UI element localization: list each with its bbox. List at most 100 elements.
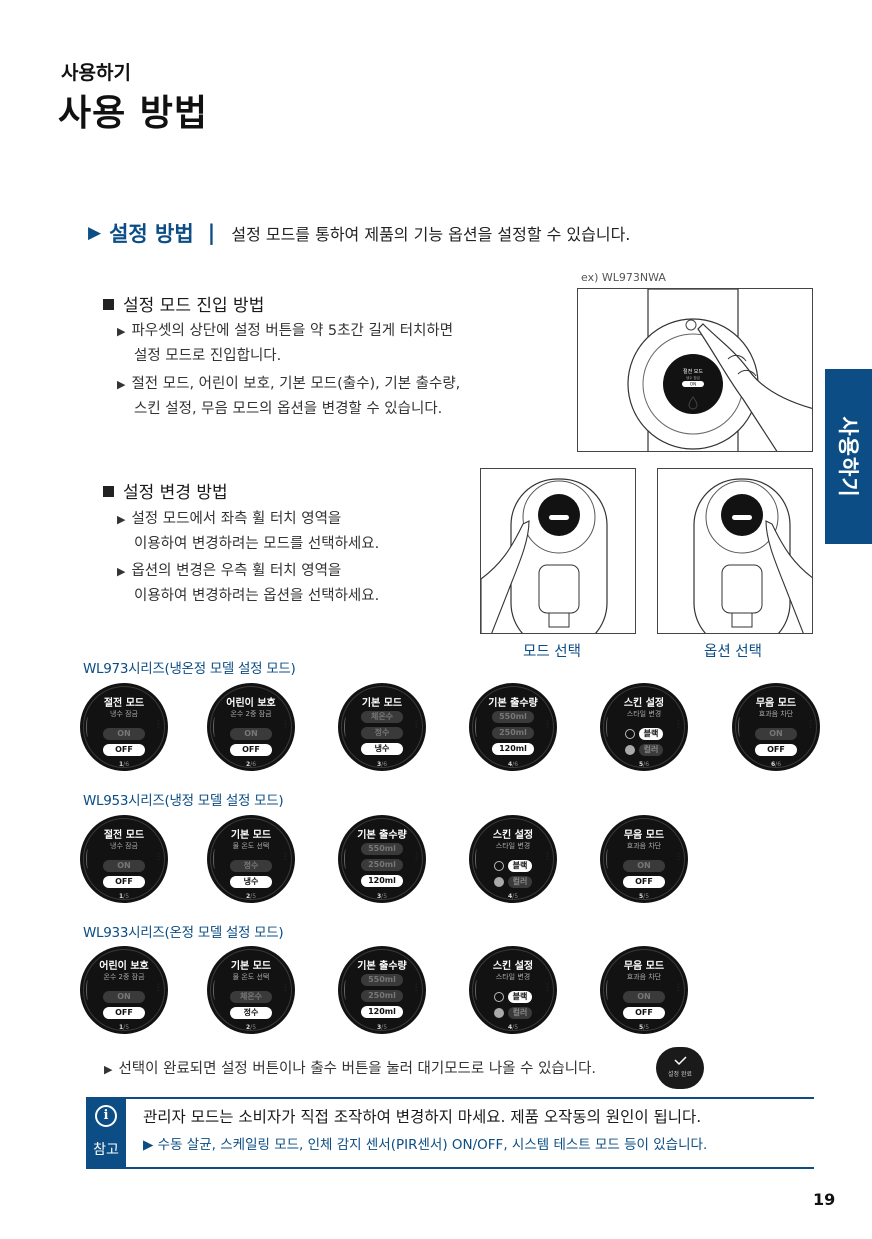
dial-subtitle: 스타일 변경: [495, 842, 531, 850]
right-wheel-indicator: ◦◦◦: [415, 982, 418, 994]
dial-option: 냉수: [361, 743, 403, 755]
dial-option: 체온수: [230, 991, 272, 1003]
skin-option-label: 블랙: [508, 860, 532, 872]
settings-heading-desc: 설정 모드를 통하여 제품의 기능 옵션을 설정할 수 있습니다.: [231, 225, 631, 244]
dial-title: 절전 모드: [103, 698, 145, 709]
dial-title: 기본 모드: [230, 961, 272, 972]
change-item-2-line-1: 옵션의 변경은 우측 휠 터치 영역을: [131, 563, 342, 579]
change-mode-heading: 설정 변경 방법: [103, 478, 228, 503]
dial-option: 550ml: [361, 974, 403, 986]
dial-ring: [210, 818, 292, 900]
dial-page-separator: /: [643, 893, 646, 900]
skin-swatch-icon: [494, 992, 504, 1002]
dial-subtitle: 냉수 잠금: [110, 842, 138, 850]
dial-option: 정수: [230, 1007, 272, 1019]
triangle-icon: ▶: [117, 325, 126, 338]
skin-swatch-icon: [625, 745, 635, 755]
dial-page-current: 1: [118, 761, 124, 768]
dial-subtitle: 물 온도 선택: [232, 842, 270, 850]
chapter-side-tab-label: 사용하기: [835, 415, 860, 498]
right-wheel-indicator: ◦◦◦: [677, 982, 680, 994]
left-wheel-indicator: [344, 717, 348, 737]
dial-option: ON: [623, 991, 665, 1003]
dial-page-current: 5: [638, 893, 644, 900]
enter-item-2-line-1: 절전 모드, 어린이 보호, 기본 모드(출수), 기본 출수량,: [131, 376, 461, 392]
dial-page-indicator: 1/5: [80, 1024, 168, 1031]
dial-option: 250ml: [361, 990, 403, 1002]
triangle-icon: ▶: [88, 223, 102, 243]
dial-subtitle: 냉수 잠금: [110, 710, 138, 718]
dial-subtitle: 물 온도 선택: [232, 973, 270, 981]
dial-option: OFF: [103, 744, 145, 756]
left-wheel-indicator: [344, 849, 348, 869]
right-wheel-indicator: ◦◦◦: [284, 851, 287, 863]
dial-page-total: 6: [383, 761, 388, 768]
dial-page-indicator: 4/5: [469, 893, 557, 900]
right-wheel-indicator: ◦◦◦: [157, 982, 160, 994]
skin-option: 블랙: [492, 991, 534, 1003]
right-wheel-indicator: ◦◦◦: [415, 719, 418, 731]
dial-option: 체온수: [361, 711, 403, 723]
dial-ring: [83, 818, 165, 900]
settings-complete-button[interactable]: 설정 완료: [656, 1047, 704, 1089]
dial-subtitle: 효과음 차단: [758, 710, 794, 718]
dial-ring: [603, 686, 685, 768]
dial-option: 250ml: [492, 727, 534, 739]
dial-page-total: 5: [514, 893, 519, 900]
left-wheel-indicator: [213, 849, 217, 869]
dial-page-separator: /: [250, 893, 253, 900]
note-sub-text: ▶ 수동 살균, 스케일링 모드, 인체 감지 센서(PIR센서) ON/OFF…: [143, 1137, 708, 1153]
dial-page-indicator: 4/6: [469, 761, 557, 768]
dial-page-separator: /: [775, 761, 778, 768]
dial-page-separator: /: [250, 761, 253, 768]
dial-page-total: 6: [125, 761, 130, 768]
mode-select-caption: 모드 선택: [523, 644, 581, 660]
dial-option: ON: [230, 728, 272, 740]
left-wheel-indicator: [738, 717, 742, 737]
skin-option-label: 컬러: [639, 744, 663, 756]
skin-option: 컬러: [492, 876, 534, 888]
enter-item-1-line-2: 설정 모드로 진입합니다.: [134, 348, 282, 364]
skin-option-label: 컬러: [508, 876, 532, 888]
dial-ring: [83, 686, 165, 768]
dial-page-separator: /: [381, 761, 384, 768]
dial-page-separator: /: [250, 1024, 253, 1031]
enter-mode-title: 설정 모드 진입 방법: [123, 296, 265, 316]
dial-page-separator: /: [512, 1024, 515, 1031]
dial-page-current: 4: [507, 761, 513, 768]
dial-page-current: 2: [245, 761, 251, 768]
right-wheel-indicator: ◦◦◦: [157, 851, 160, 863]
page-number: 19: [813, 1190, 836, 1209]
dial-ring: [472, 949, 554, 1031]
left-wheel-indicator: [86, 717, 90, 737]
dial-option: 120ml: [361, 1006, 403, 1018]
left-wheel-indicator: [86, 849, 90, 869]
dial-option: 정수: [230, 860, 272, 872]
dial-page-separator: /: [123, 761, 126, 768]
skin-option: 블랙: [492, 860, 534, 872]
completion-text: ▶선택이 완료되면 설정 버튼이나 출수 버튼을 눌러 대기모드로 나올 수 있…: [104, 1057, 596, 1082]
dial-option: ON: [623, 860, 665, 872]
dial-page-indicator: 5/5: [600, 893, 688, 900]
dial-page-indicator: 4/5: [469, 1024, 557, 1031]
dial-ring: [341, 686, 423, 768]
dial-page-separator: /: [512, 761, 515, 768]
dial-page-separator: /: [123, 893, 126, 900]
triangle-icon: ▶: [117, 565, 126, 578]
left-wheel-indicator: [606, 849, 610, 869]
dial-option: ON: [103, 860, 145, 872]
series-wl933-label: WL933시리즈(온정 모델 설정 모드): [83, 925, 284, 941]
enter-mode-heading: 설정 모드 진입 방법: [103, 291, 264, 316]
triangle-icon: ▶: [117, 513, 126, 526]
dial-page-total: 5: [645, 1024, 650, 1031]
dial-page-total: 6: [777, 761, 782, 768]
series-wl973-label: WL973시리즈(냉온정 모델 설정 모드): [83, 661, 296, 677]
dial-option: 냉수: [230, 876, 272, 888]
dial-page-current: 3: [376, 893, 382, 900]
dial-option: 250ml: [361, 859, 403, 871]
